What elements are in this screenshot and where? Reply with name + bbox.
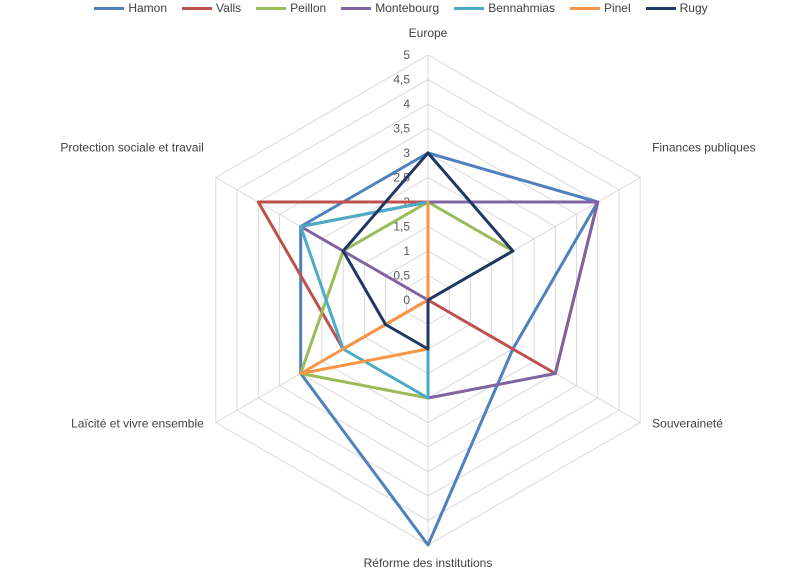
legend-item: Bennahmias: [454, 1, 555, 15]
tick-label: 2,5: [393, 171, 410, 185]
axis-label: Laïcité et vivre ensemble: [71, 417, 204, 431]
legend-item: Rugy: [645, 1, 708, 15]
legend-label: Valls: [216, 1, 242, 15]
tick-label: 5: [403, 48, 410, 62]
legend-label: Pinel: [603, 1, 631, 15]
tick-label: 0,5: [393, 269, 410, 283]
series-line: [299, 200, 430, 375]
axis-label: Finances publiques: [652, 141, 755, 155]
tick-label: 0: [403, 293, 410, 307]
legend-label: Peillon: [290, 1, 327, 15]
legend-item: Hamon: [94, 1, 167, 15]
legend-item: Montebourg: [341, 1, 439, 15]
tick-label: 3,5: [393, 122, 410, 136]
legend-swatch: [645, 6, 676, 10]
tick-label: 3: [403, 146, 410, 160]
tick-label: 1: [403, 244, 410, 258]
legend-item: Pinel: [569, 1, 631, 15]
legend-label: Hamon: [128, 1, 168, 15]
legend-label: Bennahmias: [488, 1, 555, 15]
legend-swatch: [182, 6, 213, 10]
legend-swatch: [454, 6, 485, 10]
axis-label: Souveraineté: [652, 417, 723, 431]
legend-item: Valls: [182, 1, 241, 15]
legend-swatch: [94, 6, 125, 10]
axis-label: Europe: [409, 26, 448, 40]
legend: Hamon Valls Peillon Montebourg Bennahmias Pin…: [0, 1, 802, 15]
legend-swatch: [569, 6, 600, 10]
tick-label: 4,5: [393, 73, 410, 87]
legend-label: Montebourg: [375, 1, 440, 15]
series-line: [341, 151, 515, 351]
tick-label: 4: [403, 97, 410, 111]
tick-label: 1,5: [393, 220, 410, 234]
axis-label: Réforme des institutions: [364, 556, 493, 570]
legend-label: Rugy: [679, 1, 708, 15]
axis-label: Protection sociale et travail: [60, 141, 203, 155]
legend-swatch: [341, 6, 372, 10]
legend-item: Peillon: [256, 1, 326, 15]
legend-swatch: [256, 6, 287, 10]
